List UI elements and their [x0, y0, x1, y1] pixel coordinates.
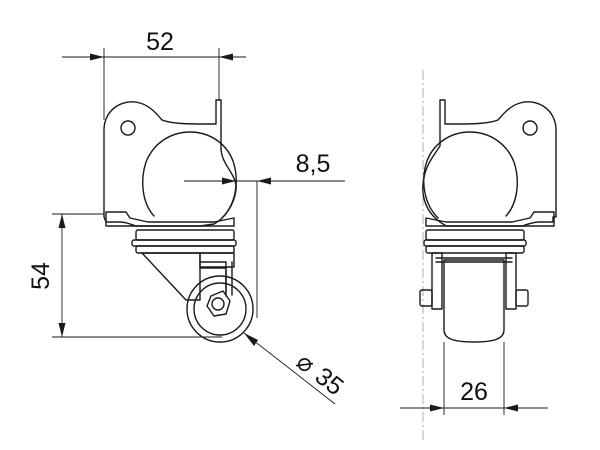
front-wheel	[443, 259, 505, 343]
dimension-wheel-width-label: 26	[460, 378, 488, 406]
dimension-height: 54	[27, 213, 222, 338]
side-mount-hole	[120, 120, 136, 136]
side-axle-hole	[211, 297, 225, 311]
dimension-offset-label: 8,5	[296, 150, 331, 178]
front-mount-hole	[522, 120, 538, 136]
dimension-offset: 8,5	[184, 150, 345, 318]
dimension-height-label: 54	[27, 262, 55, 290]
dimension-width-top: 52	[62, 28, 246, 120]
dimension-wheel-diameter-label: 35	[310, 362, 349, 401]
front-swivel-sphere	[423, 131, 518, 219]
side-wheel	[186, 275, 254, 343]
side-fork-brace	[199, 267, 227, 297]
front-axle-left	[419, 289, 433, 307]
front-view	[419, 70, 557, 440]
side-swivel-sphere	[142, 131, 237, 219]
side-view	[103, 99, 254, 343]
front-swivel-plate-mid	[423, 239, 527, 247]
front-swivel-plate-bottom	[425, 245, 525, 254]
front-swivel-plate-top	[425, 229, 525, 241]
front-bottom-flange	[425, 211, 555, 227]
side-swivel-plate-top	[135, 229, 235, 241]
dimension-diameter-symbol: ⌀	[291, 347, 320, 378]
dimension-width-top-label: 52	[146, 28, 174, 56]
side-wheel-inner	[193, 282, 247, 336]
front-bracket-plate	[422, 99, 557, 227]
side-bottom-flange	[105, 211, 235, 227]
front-fork-top	[435, 257, 513, 263]
front-axle-right	[515, 289, 529, 307]
side-swivel-plate-bottom	[135, 245, 235, 254]
dimension-wheel-width: 26	[400, 342, 548, 415]
side-bracket-plate	[103, 99, 237, 227]
side-fork	[141, 252, 201, 301]
dimension-wheel-diameter: ⌀ 35	[243, 332, 349, 405]
front-fork-left	[431, 252, 443, 310]
side-swivel-plate-mid	[131, 239, 237, 247]
front-fork-right	[505, 252, 517, 310]
side-fork-leg	[199, 252, 235, 268]
side-axle-nut	[206, 290, 231, 317]
